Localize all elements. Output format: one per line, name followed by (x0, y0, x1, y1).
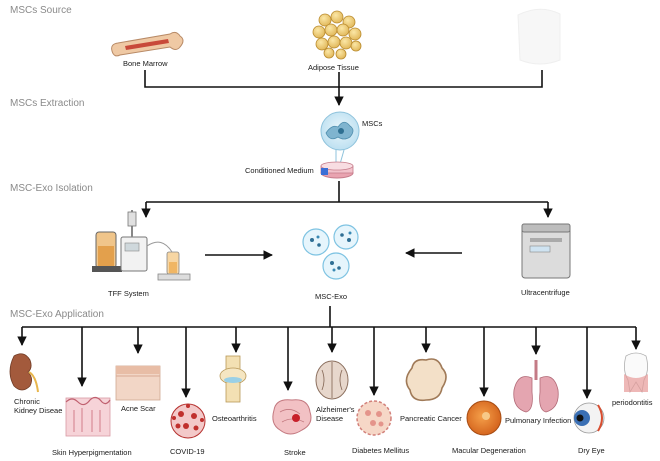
label-alzheimers-disease: Alzheimer's Disease (316, 405, 355, 423)
section-heading-source: MSCs Source (10, 5, 72, 16)
tooth-icon (624, 352, 648, 394)
adipose-tissue-icon (312, 10, 362, 60)
brain-icon (272, 399, 312, 435)
source-connectors (144, 70, 543, 106)
covid-19-icon (170, 403, 206, 439)
label-msc-exo: MSC-Exo (315, 292, 348, 301)
section-heading-isolation: MSC-Exo Isolation (10, 183, 93, 194)
alzheimers-brain-icon (315, 360, 349, 400)
label-acne-scar: Acne Scar (121, 404, 156, 413)
mscs-cell-icon (320, 111, 360, 165)
pancreatic-cancer-icon (405, 358, 447, 402)
label-pancreatic-cancer: Pancreatic Cancer (400, 414, 462, 423)
label-dry-eye: Dry Eye (578, 446, 605, 455)
label-macular-degeneration: Macular Degeneration (452, 446, 526, 455)
macular-degeneration-icon (466, 400, 502, 436)
label-conditioned-medium: Conditioned Medium (245, 166, 314, 175)
diabetes-islet-icon (356, 400, 392, 436)
label-tff-system: TFF System (108, 289, 149, 298)
label-skin-hyperpigmentation: Skin Hyperpigmentation (52, 448, 132, 457)
label-ultracentrifuge: Ultracentrifuge (521, 288, 570, 297)
ultracentrifuge-icon (521, 223, 571, 279)
section-heading-extraction: MSCs Extraction (10, 98, 85, 109)
conditioned-medium-icon (320, 161, 354, 179)
label-periodontitis: periodontitis (612, 398, 653, 407)
isolation-connectors (141, 181, 553, 260)
kidney-icon (9, 353, 39, 393)
tff-system-icon (92, 210, 191, 281)
bone-marrow-icon (111, 31, 184, 57)
label-chronic-kidney-disease: Chronic Kidney Diseae (14, 397, 63, 415)
lungs-icon (513, 360, 559, 413)
third-source-icon (517, 8, 561, 65)
label-diabetes-mellitus: Diabetes Mellitus (352, 446, 410, 455)
application-connectors (17, 306, 641, 399)
acne-scar-icon (115, 365, 161, 401)
dry-eye-icon (573, 402, 605, 434)
label-bone-marrow: Bone Marrow (123, 59, 168, 68)
label-osteoarthritis: Osteoarthritis (212, 414, 257, 423)
label-mscs: MSCs (362, 119, 383, 128)
section-heading-application: MSC-Exo Application (10, 309, 104, 320)
label-covid-19: COVID-19 (170, 447, 205, 456)
msc-exo-icon (302, 224, 359, 280)
label-pulmonary-infection: Pulmonary Infection (505, 416, 572, 425)
skin-hyperpigmentation-icon (65, 396, 111, 437)
label-stroke: Stroke (284, 448, 306, 457)
knee-joint-icon (219, 355, 247, 403)
label-adipose-tissue: Adipose Tissue (308, 63, 359, 72)
